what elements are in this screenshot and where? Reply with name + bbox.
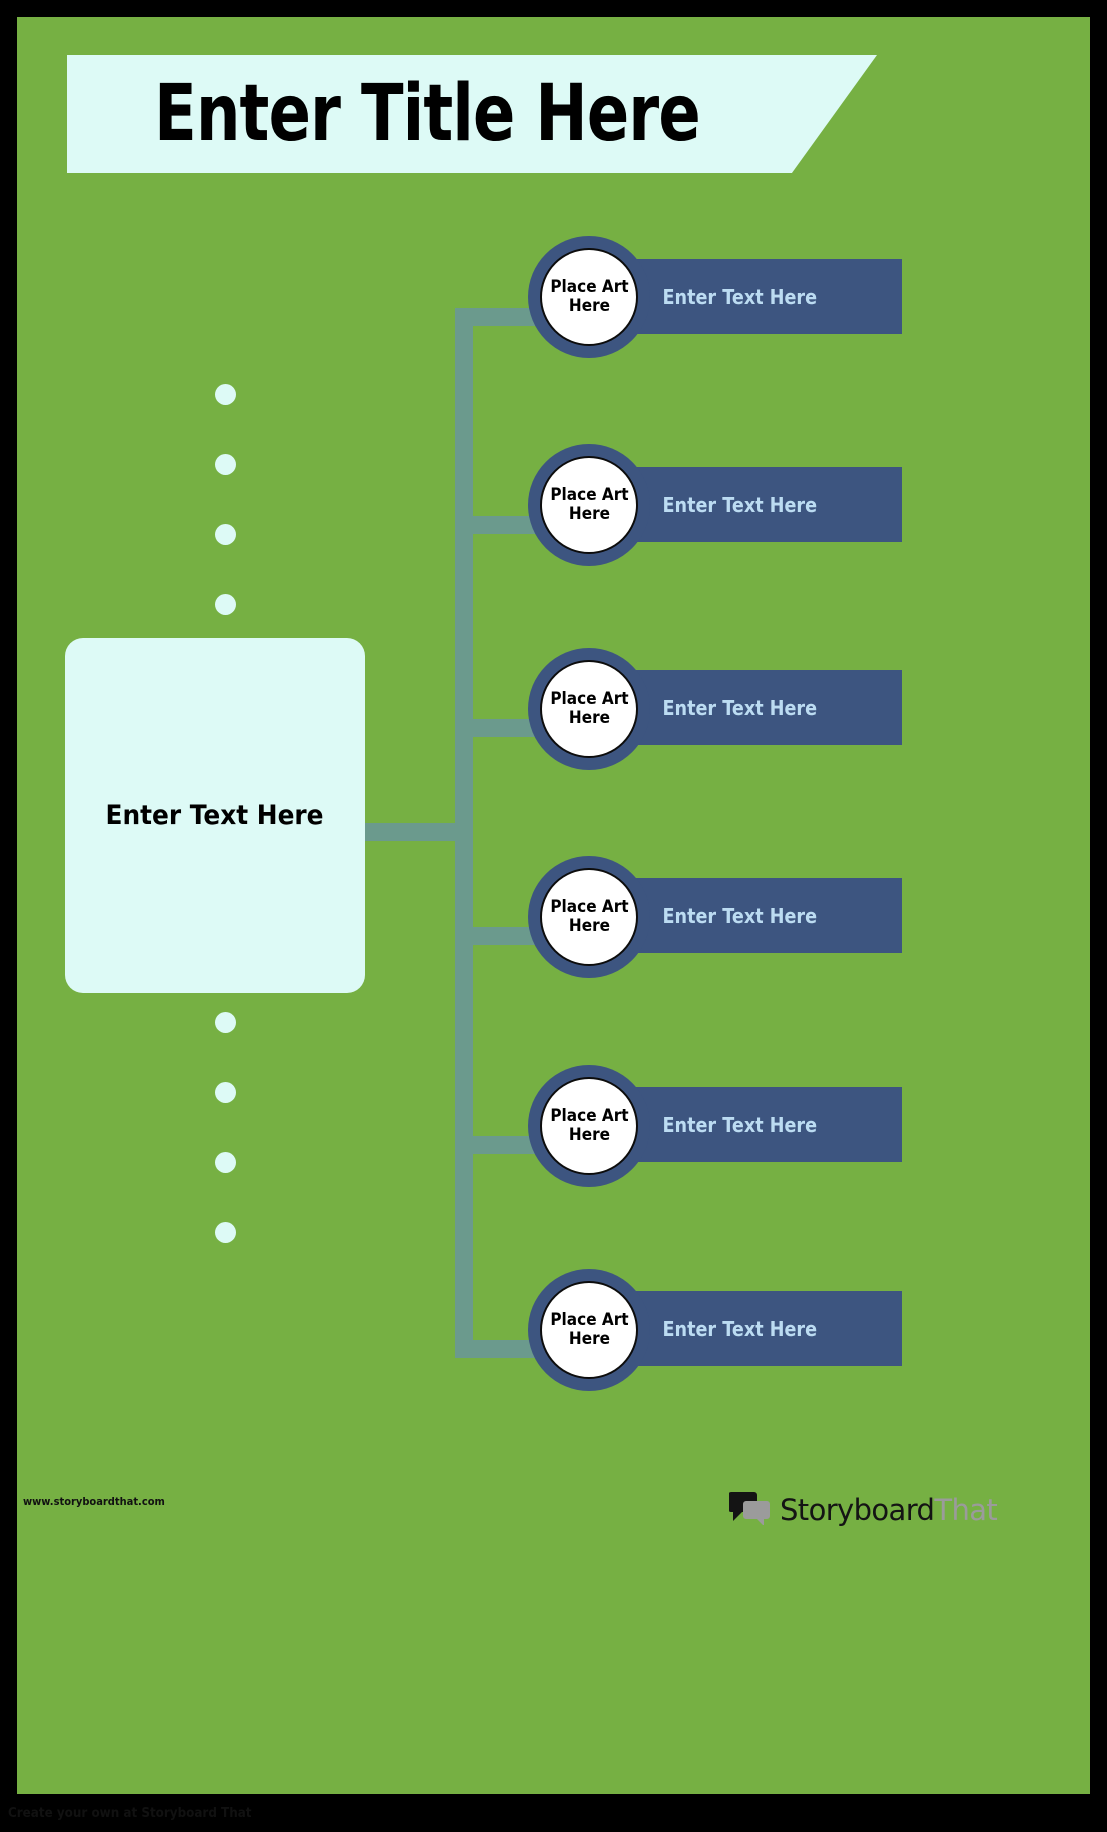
main-text-box[interactable]: Enter Text Here bbox=[65, 638, 365, 993]
page-title: Enter Title Here bbox=[154, 69, 701, 159]
speech-bubbles-icon bbox=[728, 1491, 771, 1530]
storyboardthat-logo[interactable]: StoryboardThat bbox=[728, 1489, 998, 1531]
branch-bar-label-4: Enter Text Here bbox=[662, 903, 817, 928]
logo-wordmark: StoryboardThat bbox=[780, 1493, 998, 1527]
branch-bar-label-6: Enter Text Here bbox=[662, 1316, 817, 1341]
bullet-dot-7 bbox=[215, 1152, 236, 1173]
bullet-dot-8 bbox=[215, 1222, 236, 1243]
connector-trunk bbox=[365, 823, 457, 841]
bullet-dot-2 bbox=[215, 454, 236, 475]
bullet-dot-1 bbox=[215, 384, 236, 405]
logo-word-storyboard: Storyboard bbox=[780, 1493, 935, 1527]
branch-bar-label-3: Enter Text Here bbox=[662, 695, 817, 720]
logo-word-that: That bbox=[934, 1493, 998, 1527]
bullet-dot-6 bbox=[215, 1082, 236, 1103]
attribution-strip bbox=[0, 1805, 1107, 1832]
main-text-box-label: Enter Text Here bbox=[105, 800, 325, 831]
branch-bar-label-1: Enter Text Here bbox=[662, 284, 817, 309]
branch-bar-label-5: Enter Text Here bbox=[662, 1112, 817, 1137]
bullet-dot-5 bbox=[215, 1012, 236, 1033]
title-banner[interactable]: Enter Title Here bbox=[67, 55, 877, 173]
bullet-dot-4 bbox=[215, 594, 236, 615]
poster-canvas: Enter Title Here Enter Text Here Enter T… bbox=[17, 17, 1090, 1794]
connector-spine bbox=[455, 308, 473, 1349]
attribution-text: Create your own at Storyboard That bbox=[8, 1806, 252, 1821]
branch-bar-label-2: Enter Text Here bbox=[662, 492, 817, 517]
bullet-dot-3 bbox=[215, 524, 236, 545]
footer-url[interactable]: www.storyboardthat.com bbox=[23, 1495, 165, 1508]
